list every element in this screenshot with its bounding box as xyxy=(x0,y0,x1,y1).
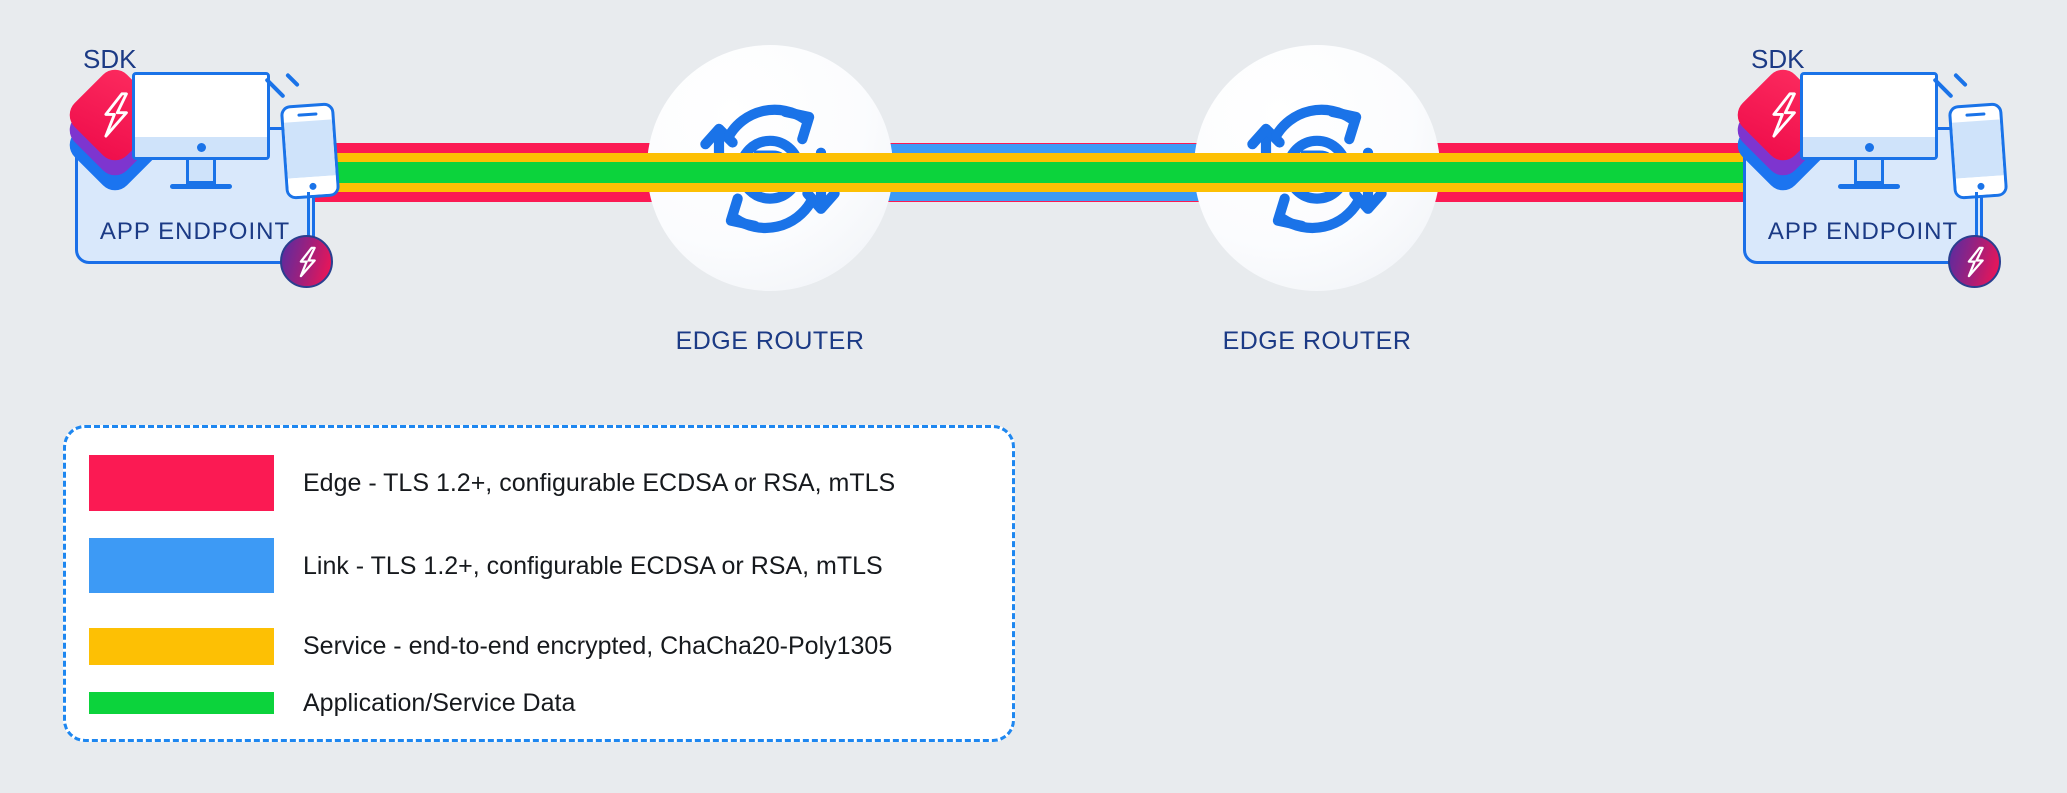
sdk-stack-icon xyxy=(62,62,168,198)
link-line-bottom xyxy=(770,192,1317,201)
link-line-top xyxy=(770,144,1317,153)
phone-speaker xyxy=(1965,111,1986,117)
monitor-base xyxy=(1838,184,1900,189)
lightning-bolt-icon xyxy=(1772,92,1796,138)
signal-dash-icon xyxy=(285,72,300,88)
monitor-base xyxy=(170,184,232,189)
monitor-stand xyxy=(1854,160,1884,184)
phone-speaker xyxy=(297,111,318,117)
monitor-stand xyxy=(186,160,216,184)
app-endpoint-right: SDK APP xyxy=(1726,42,2067,307)
app-endpoint-left: SDK APP xyxy=(58,42,403,307)
phone-icon xyxy=(1947,102,2009,200)
service-color-swatch xyxy=(89,628,274,665)
application-data-line xyxy=(300,162,1755,183)
lightning-bolt-icon xyxy=(104,92,128,138)
service-line-top xyxy=(300,153,1755,162)
lightning-bolt-icon xyxy=(299,246,316,277)
legend-label: Link - TLS 1.2+, configurable ECDSA or R… xyxy=(303,552,883,580)
legend-label: Application/Service Data xyxy=(303,689,576,717)
phone-home-button xyxy=(1976,182,1985,190)
service-line-bottom xyxy=(300,183,1755,192)
lightning-bolt-icon xyxy=(1967,246,1984,277)
monitor-button xyxy=(1864,142,1874,152)
monitor-button xyxy=(196,142,206,152)
app-endpoint-label: APP ENDPOINT xyxy=(99,218,291,245)
edge-router-left-label: EDGE ROUTER xyxy=(675,327,865,355)
phone-home-button xyxy=(308,182,317,190)
sdk-stack-icon xyxy=(1730,62,1836,198)
legend-label: Edge - TLS 1.2+, configurable ECDSA or R… xyxy=(303,469,896,497)
badge-connector-line xyxy=(1975,192,1978,247)
app-endpoint-label: APP ENDPOINT xyxy=(1767,218,1959,245)
ziti-badge-icon xyxy=(1948,235,2001,288)
ziti-badge-icon xyxy=(280,235,333,288)
monitor-screen xyxy=(132,72,270,160)
phone-icon xyxy=(279,102,341,200)
legend-box: Edge - TLS 1.2+, configurable ECDSA or R… xyxy=(63,425,1015,742)
badge-connector-line xyxy=(307,192,310,247)
application-data-color-swatch xyxy=(89,692,274,714)
monitor-icon xyxy=(132,72,270,189)
edge-color-swatch xyxy=(89,455,274,511)
monitor-icon xyxy=(1800,72,1938,189)
legend-label: Service - end-to-end encrypted, ChaCha20… xyxy=(303,632,893,660)
edge-router-right-label: EDGE ROUTER xyxy=(1222,327,1412,355)
signal-dash-icon xyxy=(1953,72,1968,88)
link-color-swatch xyxy=(89,538,274,593)
monitor-screen xyxy=(1800,72,1938,160)
